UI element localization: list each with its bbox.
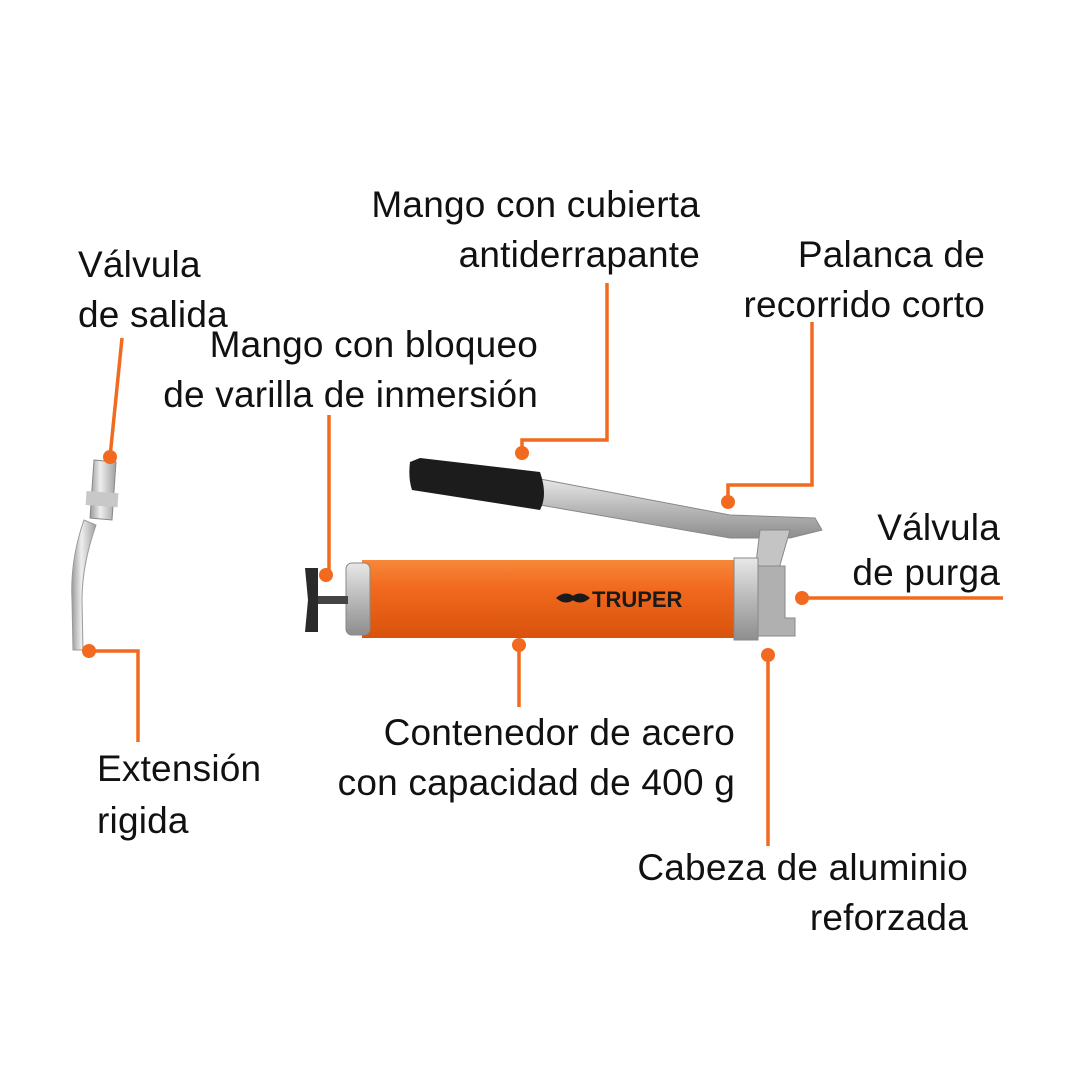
label-line: Palanca de	[797, 234, 985, 275]
label-line: Válvula	[78, 244, 201, 285]
label-cabeza: Cabeza de aluminio reforzada	[637, 843, 968, 943]
leader-dots	[82, 446, 809, 662]
svg-text:TRUPER: TRUPER	[592, 587, 683, 612]
label-line: recorrido corto	[743, 284, 985, 325]
label-line: Contenedor de acero	[383, 712, 735, 753]
label-line: de salida	[78, 294, 228, 335]
label-line: con capacidad de 400 g	[337, 762, 735, 803]
lever-grip	[409, 458, 544, 510]
label-line: Mango con cubierta	[371, 184, 700, 225]
plunger-handle	[305, 568, 318, 632]
label-line: de varilla de inmersión	[163, 374, 538, 415]
label-valvula-salida: Válvula de salida	[78, 240, 228, 340]
lever	[409, 458, 823, 601]
label-extension: Extensión rigida	[97, 743, 261, 847]
label-valvula-purga: Válvula de purga	[852, 505, 1000, 595]
rigid-extension	[71, 459, 119, 651]
label-contenedor: Contenedor de acero con capacidad de 400…	[338, 708, 735, 808]
label-mango-bloqueo: Mango con bloqueo de varilla de inmersió…	[163, 320, 538, 420]
label-palanca: Palanca de recorrido corto	[743, 230, 985, 330]
label-mango-cubierta: Mango con cubierta antiderrapante	[371, 180, 700, 280]
truper-logo: TRUPER	[556, 587, 683, 612]
label-line: Cabeza de aluminio	[637, 847, 968, 888]
label-line: reforzada	[809, 897, 968, 938]
container: TRUPER	[305, 557, 796, 641]
label-line: Válvula	[877, 507, 1000, 548]
label-line: antiderrapante	[458, 234, 700, 275]
label-line: de purga	[852, 552, 1000, 593]
label-line: rigida	[97, 800, 189, 841]
label-line: Extensión	[97, 748, 262, 789]
label-line: Mango con bloqueo	[209, 324, 538, 365]
